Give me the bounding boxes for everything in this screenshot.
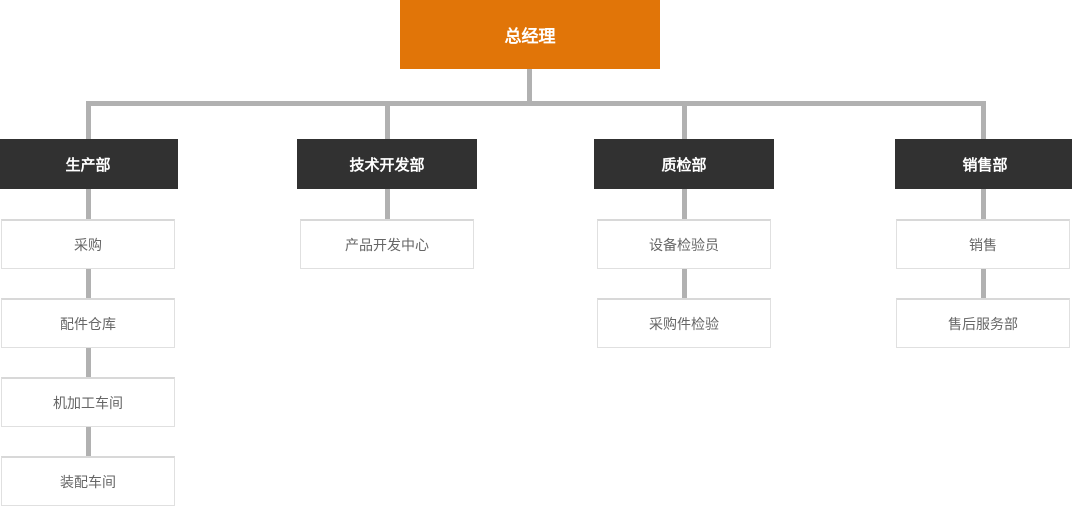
org-node-dept-sales: 销售部: [895, 139, 1072, 189]
org-node-child: 销售: [896, 219, 1070, 269]
org-node-child: 配件仓库: [1, 298, 175, 348]
connector-drop: [682, 101, 687, 139]
connector-drop: [86, 101, 91, 139]
connector-drop: [981, 101, 986, 139]
org-node-dept-tech-development: 技术开发部: [297, 139, 477, 189]
connector: [981, 269, 986, 298]
org-node-child: 装配车间: [1, 456, 175, 506]
connector: [86, 427, 91, 456]
connector: [981, 189, 986, 219]
org-node-child: 机加工车间: [1, 377, 175, 427]
org-node-child: 采购件检验: [597, 298, 771, 348]
org-node-child: 售后服务部: [896, 298, 1070, 348]
org-node-child: 采购: [1, 219, 175, 269]
connector: [86, 189, 91, 219]
connector: [86, 269, 91, 298]
connector: [682, 269, 687, 298]
org-node-general-manager: 总经理: [400, 0, 660, 69]
org-node-dept-production: 生产部: [0, 139, 178, 189]
connector: [86, 348, 91, 377]
connector: [385, 189, 390, 219]
org-node-child: 产品开发中心: [300, 219, 474, 269]
connector: [682, 189, 687, 219]
org-node-dept-quality-inspection: 质检部: [594, 139, 774, 189]
connector-drop: [385, 101, 390, 139]
org-node-child: 设备检验员: [597, 219, 771, 269]
connector-rail: [86, 101, 986, 106]
connector-root-stem: [527, 69, 532, 102]
